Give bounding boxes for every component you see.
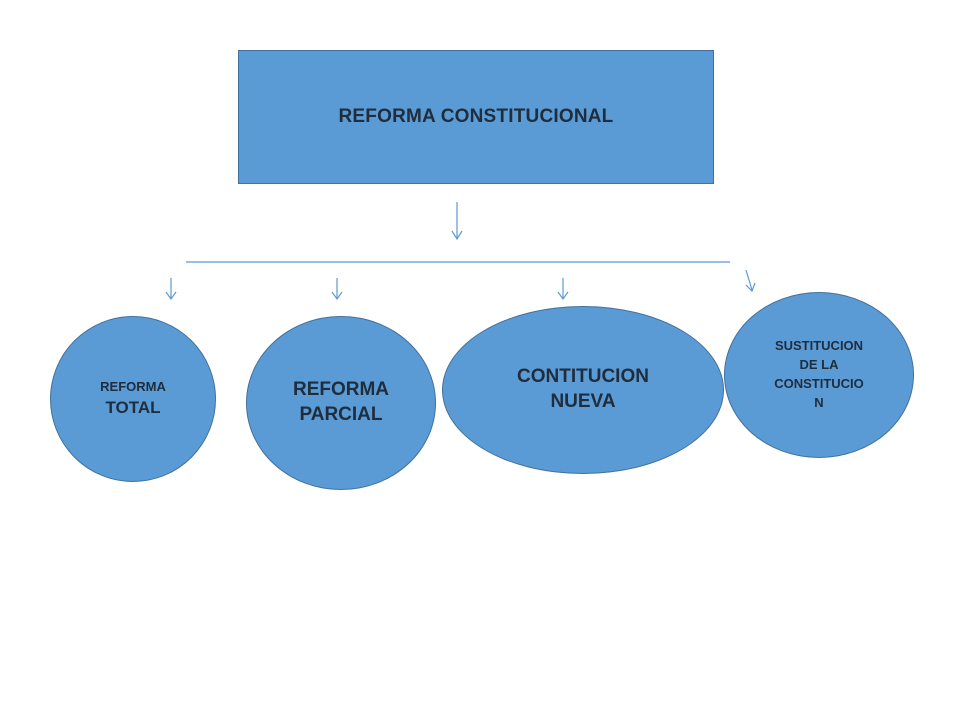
root-arrow xyxy=(451,202,463,241)
arrow-to-total xyxy=(165,278,177,301)
root-node-label: REFORMA CONSTITUCIONAL xyxy=(338,106,614,127)
node-sustitucion-line-4: N xyxy=(814,394,824,410)
node-reforma-total-line-2: TOTAL xyxy=(105,398,161,418)
node-sustitucion-line-2: DE LA xyxy=(799,357,839,373)
node-reforma-parcial: REFORMA PARCIAL xyxy=(246,316,436,490)
arrow-to-sustitucion xyxy=(745,269,756,293)
node-sustitucion-line-3: CONSTITUCIO xyxy=(774,376,864,391)
node-reforma-total: REFORMA TOTAL xyxy=(50,316,216,482)
node-contitucion-nueva: CONTITUCION NUEVA xyxy=(442,306,724,474)
arrow-to-nueva xyxy=(557,278,569,301)
node-reforma-parcial-line-2: PARCIAL xyxy=(299,404,383,425)
node-reforma-parcial-line-1: REFORMA xyxy=(292,379,390,401)
arrow-to-parcial xyxy=(331,278,343,301)
node-contitucion-nueva-line-2: NUEVA xyxy=(550,391,616,412)
node-sustitucion: SUSTITUCION DE LA CONSTITUCIO N xyxy=(724,292,914,458)
node-contitucion-nueva-line-1: CONTITUCION xyxy=(517,366,649,388)
node-sustitucion-line-1: SUSTITUCION xyxy=(774,338,864,354)
node-reforma-total-line-1: REFORMA xyxy=(100,378,166,394)
root-node: REFORMA CONSTITUCIONAL xyxy=(238,50,714,184)
